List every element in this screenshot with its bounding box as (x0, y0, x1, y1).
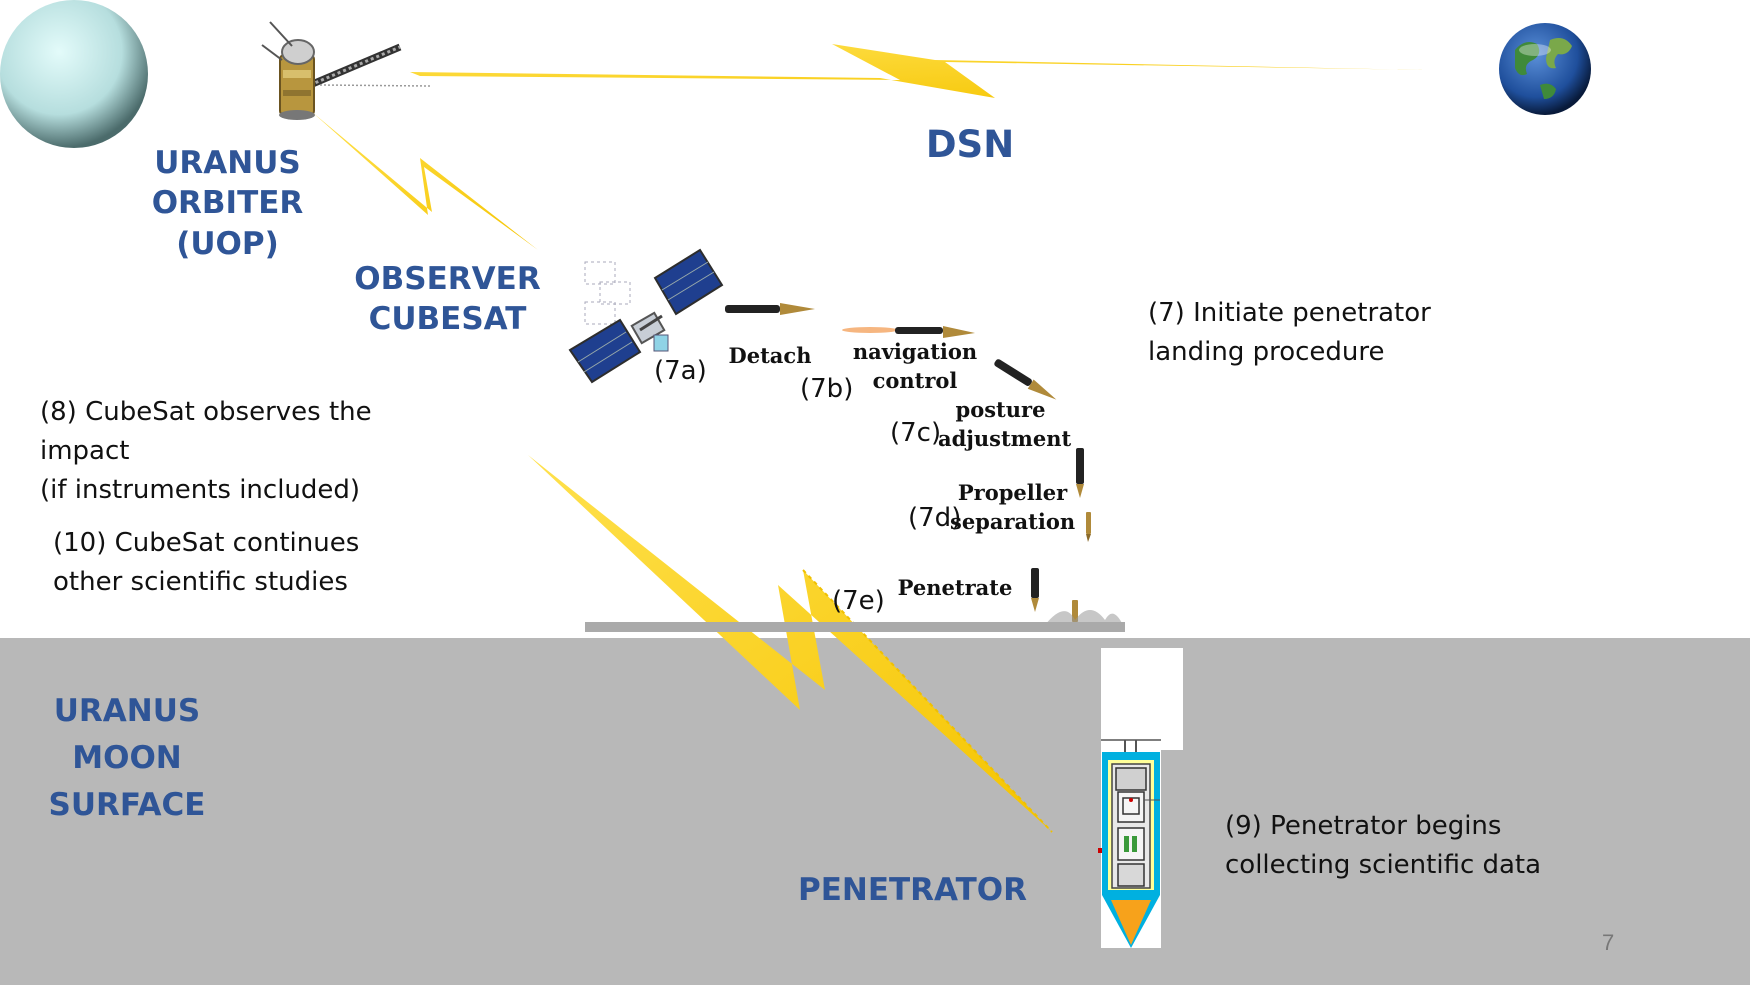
penetrator-posture-icon (994, 359, 1057, 400)
step10-note-line1: (10) CubeSat continues (53, 528, 360, 558)
penetrator-penetrate-icon (1031, 568, 1123, 625)
dsn-label: DSN (925, 123, 1015, 166)
earth-globe (1499, 23, 1591, 115)
posture-adjustment-line1: posture (955, 397, 1046, 422)
posture-adjustment-line2: adjustment (938, 426, 1072, 451)
uranus-planet (0, 0, 148, 148)
navigation-control-label: navigation control (845, 337, 985, 395)
navigation-control-line2: control (872, 368, 958, 393)
step-7c-label: (7c) (890, 418, 942, 448)
step9-note-line2: collecting scientific data (1225, 850, 1542, 880)
orbiter-spacecraft (261, 21, 431, 120)
observer-cubesat (568, 248, 724, 384)
step7-note-line2: landing procedure (1148, 337, 1385, 367)
step-7a-label: (7a) (654, 356, 707, 386)
uranus-moon-surface-label-line2: MOON (72, 740, 182, 776)
detach-label: Detach (728, 343, 812, 368)
uranus-moon-surface-label-line1: URANUS (53, 693, 201, 729)
step8-note-line1: (8) CubeSat observes the (40, 397, 372, 427)
uranus-orbiter-label: URANUS ORBITER (UOP) (140, 143, 315, 264)
propeller-separation-label: Propeller separation (950, 478, 1075, 536)
step10-note-line2: other scientific studies (53, 567, 348, 597)
page-number: 7 (1602, 930, 1615, 955)
step9-note: (9) Penetrator begins collecting scienti… (1225, 807, 1625, 885)
penetrator-label: PENETRATOR (798, 872, 1027, 908)
uranus-orbiter-label-line3: (UOP) (176, 225, 279, 262)
step8-note-line2: impact (40, 436, 130, 466)
uranus-moon-surface-label-line3: SURFACE (48, 787, 206, 823)
penetrator-navigation-icon (842, 326, 975, 338)
observer-cubesat-label-line1: OBSERVER (354, 261, 541, 297)
step10-note: (10) CubeSat continues other scientific … (53, 524, 433, 602)
dsn-link-bolt (410, 44, 1425, 98)
step8-note-line3: (if instruments included) (40, 475, 361, 505)
step9-note-line1: (9) Penetrator begins (1225, 811, 1502, 841)
penetrator-detach-icon (725, 303, 815, 315)
propeller-separation-line2: separation (950, 509, 1076, 534)
observer-cubesat-label: OBSERVER CUBESAT (350, 259, 545, 340)
penetrator-cutaway (1098, 648, 1183, 948)
posture-adjustment-label: posture adjustment (938, 395, 1072, 453)
step-7b-label: (7b) (800, 374, 854, 404)
step7-note: (7) Initiate penetrator landing procedur… (1148, 294, 1488, 372)
ground-line (585, 622, 1125, 632)
step7-note-line1: (7) Initiate penetrator (1148, 298, 1431, 328)
step8-note: (8) CubeSat observes the impact (if inst… (40, 393, 440, 510)
cubesat-penetrator-link-bolt (528, 455, 1052, 832)
navigation-control-line1: navigation (852, 339, 978, 364)
uranus-orbiter-label-line1: URANUS (154, 145, 301, 181)
observer-cubesat-label-line2: CUBESAT (368, 301, 527, 338)
penetrate-label: Penetrate (897, 575, 1013, 600)
step-7d-label: (7d) (908, 503, 962, 533)
penetrator-propeller-separation-icon (1076, 448, 1091, 542)
uranus-orbiter-label-line2: ORBITER (151, 185, 304, 222)
uranus-moon-surface-label: URANUS MOON SURFACE (37, 688, 217, 829)
orbiter-cubesat-link-bolt (312, 112, 538, 250)
propeller-separation-line1: Propeller (957, 480, 1068, 505)
step-7e-label: (7e) (832, 586, 885, 616)
moon-surface-band (0, 638, 1750, 985)
